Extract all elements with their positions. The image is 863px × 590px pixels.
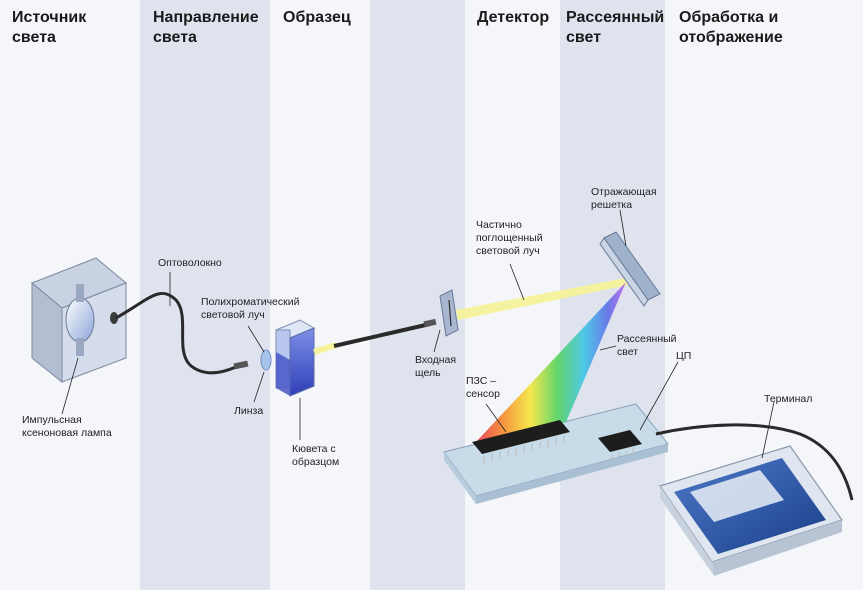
- optical-fiber-icon: [115, 292, 239, 375]
- lens-icon: [260, 349, 272, 371]
- heading-detector: Детектор: [477, 8, 549, 28]
- scattered-light-spectrum: [476, 282, 626, 442]
- heading-line: Детектор: [477, 9, 550, 26]
- leader-partial-beam: [509, 263, 525, 301]
- leader-cpu: [639, 361, 679, 431]
- label-line: Рассеянный: [617, 333, 677, 345]
- label-partial-beam: Частично поглощенный световой луч: [476, 219, 543, 258]
- label-line: Отражающая: [591, 186, 657, 198]
- label-line: свет: [617, 346, 639, 358]
- heading-line: света: [12, 29, 56, 46]
- band-light-direction: [140, 0, 270, 590]
- partial-absorbed-beam: [456, 278, 628, 320]
- leader-lamp: [61, 357, 79, 415]
- heading-line: света: [153, 29, 197, 46]
- heading-scattered-light: Рассеянный свет: [566, 8, 664, 48]
- ccd-sensor-icon: [472, 420, 570, 463]
- label-ccd-sensor: ПЗС – сенсор: [466, 375, 500, 401]
- label-lens: Линза: [234, 405, 263, 418]
- terminal-cable: [655, 423, 854, 501]
- label-line: Входная: [415, 354, 457, 366]
- label-reflective-grating: Отражающая решетка: [591, 186, 657, 212]
- heading-light-source: Источник света: [12, 8, 86, 48]
- label-line: образцом: [292, 456, 340, 468]
- heading-line: Направление: [153, 9, 259, 26]
- label-line: ЦП: [676, 350, 692, 362]
- label-line: ПЗС –: [466, 375, 497, 387]
- label-line: Кювета с: [292, 443, 336, 455]
- label-line: Оптоволокно: [158, 257, 222, 269]
- label-cpu: ЦП: [676, 350, 691, 363]
- leader-lens: [253, 371, 265, 403]
- label-line: световой луч: [201, 309, 265, 321]
- leader-scattered: [599, 345, 617, 351]
- cpu-chip-icon: [598, 430, 642, 459]
- leader-terminal: [761, 401, 775, 459]
- label-line: световой луч: [476, 245, 540, 257]
- label-terminal: Терминал: [764, 393, 812, 406]
- heading-line: Образец: [283, 9, 351, 26]
- label-line: Полихроматический: [201, 296, 300, 308]
- heading-line: Обработка и: [679, 9, 779, 26]
- label-line: Терминал: [764, 393, 813, 405]
- heading-line: отображение: [679, 29, 783, 46]
- label-line: щель: [415, 367, 441, 379]
- entrance-slit-icon: [439, 289, 459, 337]
- leader-polychromatic: [247, 325, 265, 353]
- label-line: Частично: [476, 219, 522, 231]
- label-scattered-light: Рассеянный свет: [617, 333, 677, 359]
- heading-processing: Обработка и отображение: [679, 8, 783, 48]
- terminal-icon: [659, 445, 843, 576]
- heading-line: Источник: [12, 9, 87, 26]
- label-line: Импульсная: [22, 414, 82, 426]
- heading-light-direction: Направление света: [153, 8, 259, 48]
- label-entrance-slit: Входная щель: [415, 354, 456, 380]
- beam-from-cuvette: [313, 342, 337, 355]
- label-optical-fiber: Оптоволокно: [158, 257, 222, 270]
- reflective-grating-icon: [599, 231, 661, 307]
- leader-entrance-slit: [433, 329, 441, 353]
- label-xenon-lamp: Импульсная ксеноновая лампа: [22, 414, 112, 440]
- xenon-lamp-icon: [31, 257, 127, 384]
- heading-sample: Образец: [283, 8, 351, 28]
- circuit-board-icon: [443, 403, 669, 504]
- label-line: сенсор: [466, 388, 500, 400]
- label-line: поглощенный: [476, 232, 543, 244]
- connector-tube: [333, 322, 431, 348]
- label-line: Линза: [234, 405, 264, 417]
- label-line: решетка: [591, 199, 633, 211]
- cuvette-icon: [274, 319, 316, 397]
- leader-grating: [619, 209, 627, 247]
- heading-line: Рассеянный: [566, 9, 665, 26]
- band-sample: [270, 0, 370, 590]
- heading-line: свет: [566, 29, 602, 46]
- label-cuvette: Кювета с образцом: [292, 443, 339, 469]
- label-polychromatic-beam: Полихроматический световой луч: [201, 296, 299, 322]
- leader-ccd: [485, 403, 507, 433]
- label-line: ксеноновая лампа: [22, 427, 112, 439]
